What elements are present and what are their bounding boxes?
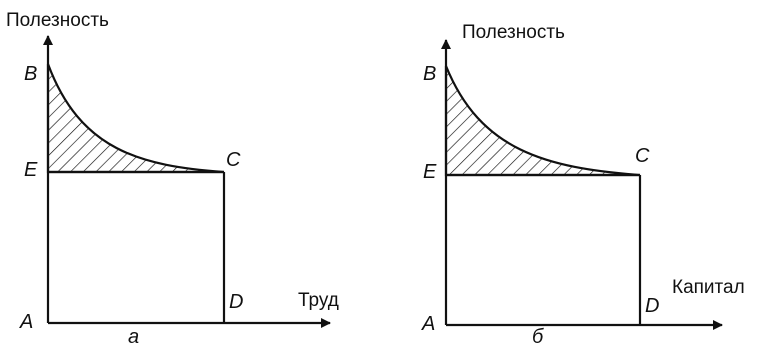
y-axis-title: Полезность: [462, 22, 565, 43]
surplus-area-hatched: [46, 63, 225, 174]
point-label-c: C: [635, 145, 650, 167]
y-axis-title: Полезность: [6, 10, 109, 31]
caption: а: [128, 326, 139, 348]
surplus-area-hatched: [444, 65, 641, 177]
point-label-c: C: [226, 149, 241, 171]
point-label-a: A: [421, 313, 435, 335]
caption: б: [532, 326, 544, 348]
diagram-b: Полезность Капитал B E C A D б: [421, 22, 745, 348]
x-axis-title: Капитал: [672, 277, 745, 298]
point-label-b: B: [24, 63, 37, 85]
x-axis-title: Труд: [298, 290, 339, 311]
point-label-a: A: [19, 311, 33, 333]
diagram-a: Полезность Труд B E C A D а: [6, 10, 339, 348]
point-label-b: B: [423, 63, 436, 85]
point-label-e: E: [24, 159, 38, 181]
point-label-d: D: [645, 295, 659, 317]
point-label-e: E: [423, 161, 437, 183]
point-label-d: D: [229, 291, 243, 313]
